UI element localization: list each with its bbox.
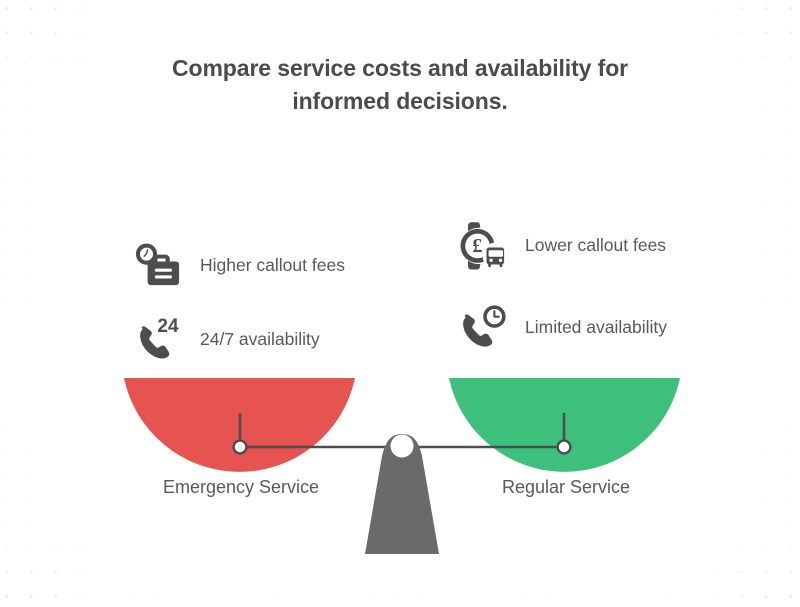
right-hanger-joint bbox=[556, 439, 572, 455]
left-hanger-joint bbox=[232, 439, 248, 455]
caption-regular-service: Regular Service bbox=[501, 477, 631, 497]
caption-emergency-service: Emergency Service bbox=[162, 477, 320, 497]
fulcrum-pivot-hole bbox=[390, 434, 414, 458]
